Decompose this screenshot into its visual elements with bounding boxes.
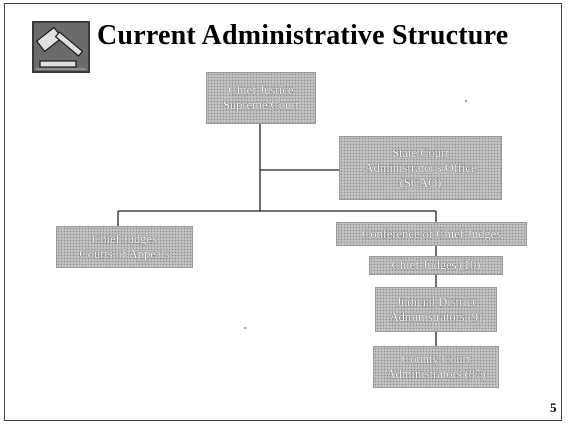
scan-speck — [465, 100, 467, 102]
scan-speck — [244, 327, 246, 329]
node-county-administrators: County Court Administrators (87) — [373, 346, 499, 388]
node-label: Chief Judges — [92, 232, 157, 246]
node-scao: State Court Administrator's Office (SCAO… — [339, 136, 502, 200]
node-courts-of-appeals: Chief Judges Courts of Appeals — [56, 226, 193, 268]
node-label: Judicial District — [396, 294, 476, 309]
gavel-icon — [32, 21, 90, 73]
page-title: Current Administrative Structure — [97, 20, 509, 51]
page-number: 5 — [550, 400, 557, 415]
node-label: Courts of Appeals — [79, 247, 170, 261]
node-label: Administrators (87) — [386, 367, 486, 381]
node-district-administrators: Judicial District Administrators (9) — [375, 287, 497, 332]
node-label: Conference of Chief Judges — [361, 226, 502, 241]
node-label: Administrator's Office — [364, 160, 477, 175]
node-label: Chief Judges (10) — [391, 258, 481, 272]
node-label: Chief Justice — [228, 83, 294, 97]
node-label: Administrators (9) — [389, 309, 483, 324]
node-label: County Court — [401, 352, 471, 366]
node-label: Supreme Court — [222, 98, 300, 112]
node-chief-judges: Chief Judges (10) — [369, 256, 503, 275]
node-label: (SCAO) — [399, 175, 442, 190]
node-chief-justice: Chief Justice Supreme Court — [206, 72, 316, 124]
node-conference-chief-judges: Conference of Chief Judges — [336, 222, 527, 246]
node-label: State Court — [392, 145, 449, 160]
